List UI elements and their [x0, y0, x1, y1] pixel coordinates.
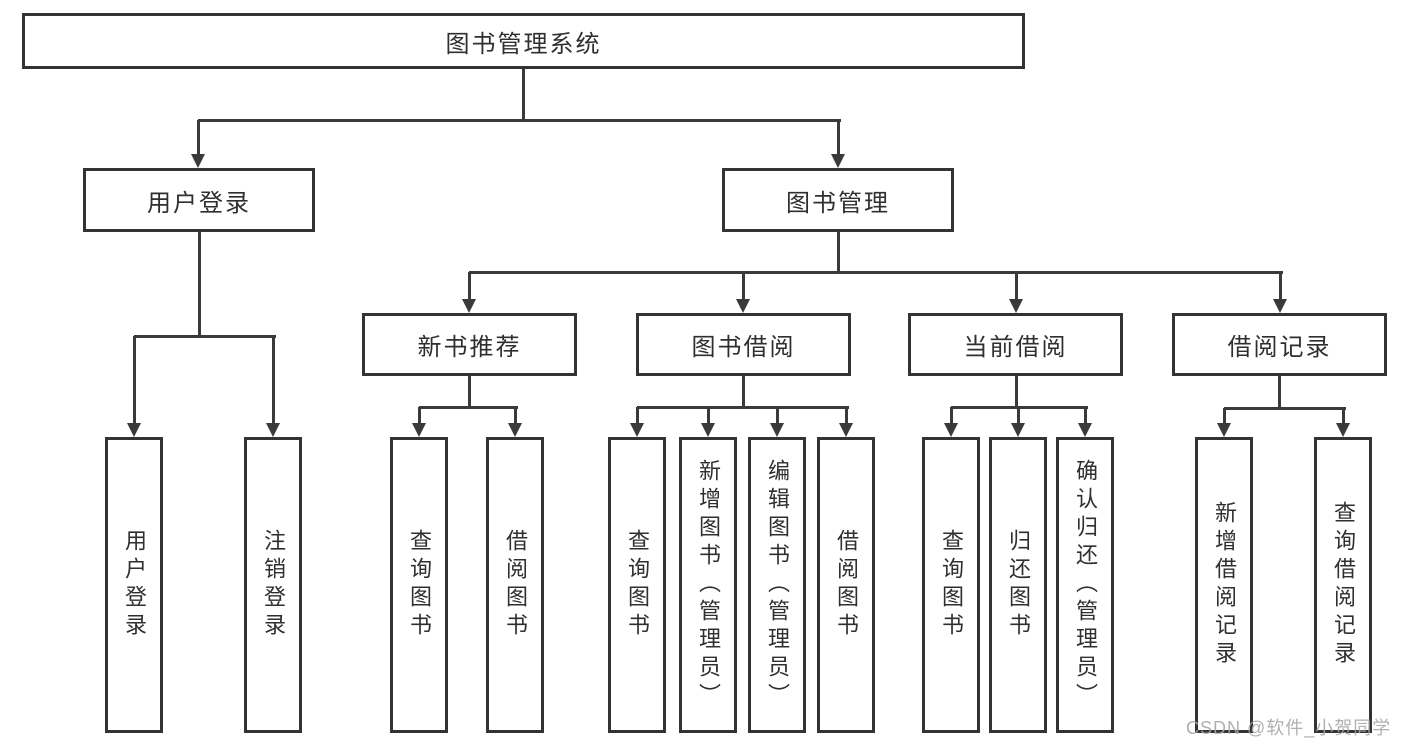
leaf-edit-books-admin: 编辑图书（管理员）: [748, 437, 806, 733]
node-label: 新书推荐: [417, 334, 522, 361]
connector-line: [133, 336, 136, 424]
connector-line: [469, 271, 1283, 274]
arrowhead-icon: [127, 423, 141, 437]
arrowhead-icon: [1217, 423, 1231, 437]
connector-line: [468, 376, 471, 407]
connector-line: [272, 336, 275, 424]
node-label: 查询图书: [939, 529, 964, 641]
arrowhead-icon: [412, 423, 426, 437]
connector-line: [134, 335, 276, 338]
node-user-login: 用户登录: [83, 168, 315, 232]
connector-line: [950, 407, 953, 424]
connector-line: [197, 120, 200, 155]
arrowhead-icon: [1336, 423, 1350, 437]
arrowhead-icon: [1273, 299, 1287, 313]
arrowhead-icon: [839, 423, 853, 437]
connector-line: [198, 232, 201, 336]
leaf-borrow-books-1: 借阅图书: [486, 437, 544, 733]
node-label: 图书管理: [786, 189, 890, 217]
node-label: 新增图书（管理员）: [696, 459, 721, 711]
leaf-borrow-books-2: 借阅图书: [817, 437, 875, 733]
node-new-book-recommendation: 新书推荐: [362, 313, 577, 376]
arrowhead-icon: [1078, 423, 1092, 437]
node-label: 用户登录: [122, 529, 147, 641]
connector-line: [1084, 407, 1087, 424]
arrowhead-icon: [462, 299, 476, 313]
connector-line: [1278, 376, 1281, 408]
node-label: 编辑图书（管理员）: [765, 459, 790, 711]
connector-line: [837, 232, 840, 272]
node-label: 新增借阅记录: [1212, 501, 1237, 669]
node-label: 借阅图书: [503, 529, 528, 641]
connector-line: [1017, 407, 1020, 424]
arrowhead-icon: [1011, 423, 1025, 437]
leaf-confirm-return-admin: 确认归还（管理员）: [1056, 437, 1114, 733]
node-book-management: 图书管理: [722, 168, 954, 232]
connector-line: [742, 272, 745, 300]
connector-line: [1224, 407, 1346, 410]
connector-line: [637, 406, 849, 409]
node-label: 查询图书: [407, 529, 432, 641]
node-label: 图书借阅: [691, 334, 796, 361]
node-label: 图书管理系统: [445, 30, 602, 58]
arrowhead-icon: [508, 423, 522, 437]
connector-line: [522, 68, 525, 120]
arrowhead-icon: [266, 423, 280, 437]
connector-line: [845, 407, 848, 424]
leaf-add-borrow-record: 新增借阅记录: [1195, 437, 1253, 733]
node-label: 注销登录: [261, 529, 286, 641]
leaf-logout: 注销登录: [244, 437, 302, 733]
node-label: 借阅图书: [834, 529, 859, 641]
leaf-query-books-3: 查询图书: [922, 437, 980, 733]
connector-line: [1223, 408, 1226, 424]
leaf-query-books-1: 查询图书: [390, 437, 448, 733]
connector-line: [514, 407, 517, 424]
arrowhead-icon: [736, 299, 750, 313]
node-library-management-system: 图书管理系统: [22, 13, 1025, 69]
node-label: 归还图书: [1006, 529, 1031, 641]
leaf-return-books: 归还图书: [989, 437, 1047, 733]
connector-line: [419, 406, 518, 409]
leaf-user-login: 用户登录: [105, 437, 163, 733]
connector-line: [1342, 408, 1345, 424]
node-label: 当前借阅: [963, 334, 1068, 361]
node-label: 查询借阅记录: [1331, 501, 1356, 669]
arrowhead-icon: [701, 423, 715, 437]
arrowhead-icon: [191, 154, 205, 168]
node-label: 查询图书: [625, 529, 650, 641]
node-borrowing-records: 借阅记录: [1172, 313, 1387, 376]
leaf-query-books-2: 查询图书: [608, 437, 666, 733]
connector-line: [1279, 272, 1282, 300]
connector-line: [636, 407, 639, 424]
connector-line: [742, 376, 745, 407]
arrowhead-icon: [630, 423, 644, 437]
node-label: 用户登录: [147, 189, 251, 217]
node-label: 确认归还（管理员）: [1073, 459, 1098, 711]
connector-line: [837, 120, 840, 155]
leaf-query-borrow-record: 查询借阅记录: [1314, 437, 1372, 733]
node-current-borrowing: 当前借阅: [908, 313, 1123, 376]
connector-line: [1015, 376, 1018, 407]
watermark: CSDN @软件_小贺同学: [1186, 718, 1392, 738]
connector-line: [198, 119, 841, 122]
connector-line: [468, 272, 471, 300]
leaf-add-books-admin: 新增图书（管理员）: [679, 437, 737, 733]
node-label: 借阅记录: [1227, 334, 1332, 361]
arrowhead-icon: [831, 154, 845, 168]
arrowhead-icon: [944, 423, 958, 437]
arrowhead-icon: [1009, 299, 1023, 313]
connector-line: [776, 407, 779, 424]
connector-line: [707, 407, 710, 424]
node-book-borrowing: 图书借阅: [636, 313, 851, 376]
connector-line: [418, 407, 421, 424]
connector-line: [1015, 272, 1018, 300]
arrowhead-icon: [770, 423, 784, 437]
